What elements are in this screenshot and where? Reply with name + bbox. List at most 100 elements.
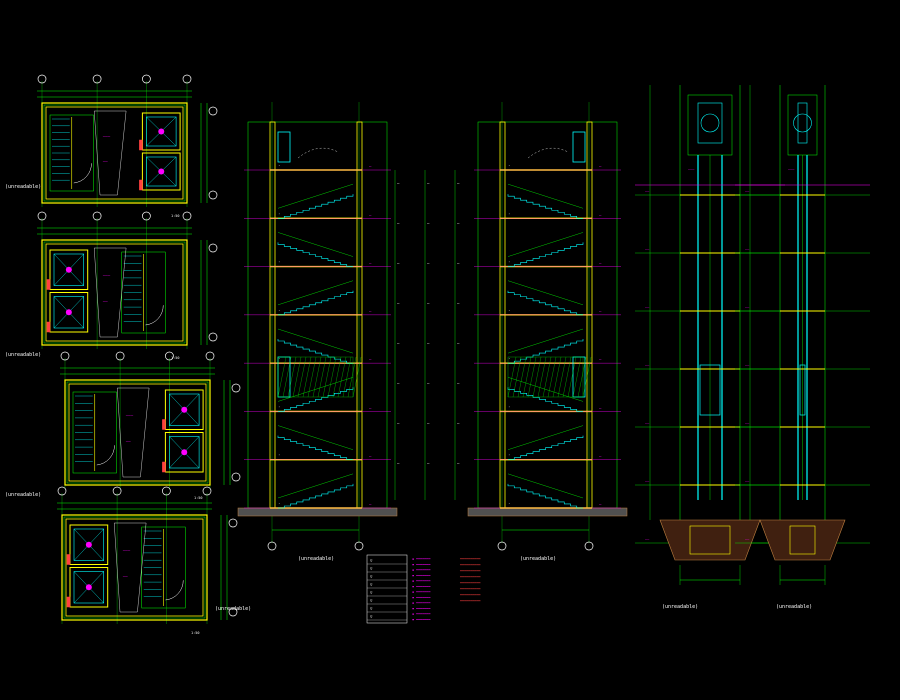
hatch-stroke xyxy=(332,356,342,398)
grid-bubble xyxy=(142,74,151,84)
level-mark: — xyxy=(599,261,602,266)
hatch-stroke xyxy=(307,356,317,398)
grid-bubble xyxy=(60,351,70,361)
level-tag: · xyxy=(278,404,280,409)
grid-bubble xyxy=(92,74,102,84)
inner-wall xyxy=(45,243,184,342)
grid-bubble xyxy=(202,486,212,496)
level-tag: · xyxy=(278,501,280,506)
floor-plan-2: —————1:50 xyxy=(37,211,218,360)
plan-label-1: (unreadable) xyxy=(5,184,41,190)
dim-text: ‒ xyxy=(457,301,460,306)
corridor-outline xyxy=(113,522,147,613)
corridor-outline xyxy=(93,247,127,338)
level-mark: — xyxy=(599,502,602,507)
elevator-car xyxy=(53,253,85,286)
hatch-stroke xyxy=(542,356,552,398)
section-label-1: (unreadable) xyxy=(298,556,334,562)
grid-bubble xyxy=(208,190,218,200)
dim-text: ‒ xyxy=(427,341,430,346)
dim-text: ‒ xyxy=(427,261,430,266)
hatch-stroke xyxy=(547,356,557,398)
level-tag: · xyxy=(508,404,510,409)
grid-bubble xyxy=(228,518,238,528)
stair-flight xyxy=(278,483,354,509)
window-top xyxy=(572,131,586,163)
legend-box xyxy=(366,554,408,624)
hatch-stroke xyxy=(522,356,532,398)
note-line-red: ━━━━━━━━━━ xyxy=(459,563,481,567)
handrail xyxy=(507,473,584,499)
handrail xyxy=(277,377,354,402)
level-mark: —— xyxy=(745,189,750,193)
pit xyxy=(659,519,761,561)
elevator-marker xyxy=(158,168,165,175)
door-jamb xyxy=(66,596,71,608)
legend-symbol: ▽ xyxy=(370,582,373,587)
stair-well xyxy=(49,114,94,192)
hatch-stroke xyxy=(562,356,572,398)
legend-symbol: ▽ xyxy=(370,598,373,603)
stair-flight xyxy=(278,290,354,316)
level-tag: · xyxy=(508,211,510,216)
dim-text: ‒ xyxy=(397,381,400,386)
level-mark: — xyxy=(369,454,372,459)
note-line: ▪ ━━━━━━━ xyxy=(412,574,431,578)
dim-text: ‒ xyxy=(427,461,430,466)
dim-text: ‒ xyxy=(397,461,400,466)
annotation-mark: ——— xyxy=(103,134,111,139)
hatch-stroke xyxy=(512,356,522,398)
grid-bubble xyxy=(228,607,238,617)
level-mark: —— xyxy=(645,421,650,425)
stair-well xyxy=(72,391,117,474)
hatch-stroke xyxy=(317,356,327,398)
corridor-outline xyxy=(116,387,150,478)
dim-text: ‒ xyxy=(457,181,460,186)
handrail xyxy=(507,280,584,306)
legend-table: ▽▽▽▽▽▽▽▽▪ ━━━━━━━▪ ━━━━━━━▪ ━━━━━━━▪ ━━━… xyxy=(366,554,481,624)
legend-symbol: ▽ xyxy=(370,614,373,619)
legend-symbol: ▽ xyxy=(370,574,373,579)
level-tag: · xyxy=(508,356,510,361)
handrail xyxy=(277,232,354,257)
level-mark: —— xyxy=(645,189,650,193)
elevator-marker xyxy=(181,449,188,456)
elevator-car-wall xyxy=(141,152,181,191)
note-line: ▪ ━━━━━━━ xyxy=(412,618,431,622)
pit xyxy=(759,519,846,561)
grid-bubble xyxy=(92,211,102,221)
stair-flight xyxy=(278,387,354,412)
grid-bubble xyxy=(162,486,171,496)
hatch-stroke xyxy=(527,356,537,398)
legend-symbol: ▽ xyxy=(370,606,373,611)
level-mark: — xyxy=(369,261,372,266)
note-line-red: ━━━━━━━━━━ xyxy=(459,575,481,579)
structure-outline xyxy=(63,516,206,619)
elevator-shaft-2: ————————————————— xyxy=(735,85,870,585)
inner-wall xyxy=(45,106,184,200)
hatch-stroke xyxy=(327,356,337,398)
outer-wall xyxy=(64,379,211,486)
hatch-stroke xyxy=(557,356,567,398)
handrail xyxy=(507,377,584,402)
dim-text: ‒ xyxy=(397,261,400,266)
level-mark: —— xyxy=(645,247,650,251)
grid-bubble xyxy=(112,486,122,496)
grid-bubble xyxy=(142,211,151,221)
stair-section-2: —·—·—·—·—·—·—·—· xyxy=(467,102,628,551)
note-line: ▪ ━━━━━━━ xyxy=(412,563,431,567)
handrail xyxy=(507,232,584,257)
dim-text: ‒ xyxy=(457,341,460,346)
dim-text: ‒ xyxy=(457,461,460,466)
annotation-mark: —— xyxy=(103,299,108,304)
grid-bubble xyxy=(354,541,364,551)
scale-tag: 1:50 xyxy=(191,631,199,635)
level-mark: —— xyxy=(745,537,750,541)
stair-flight xyxy=(508,435,584,461)
handrail xyxy=(507,425,584,450)
hatch-stroke xyxy=(277,356,287,398)
hatch-stroke xyxy=(567,356,577,398)
elevator-car-wall xyxy=(164,389,204,430)
hatch-stroke xyxy=(312,356,322,398)
elevator-car xyxy=(699,364,721,416)
